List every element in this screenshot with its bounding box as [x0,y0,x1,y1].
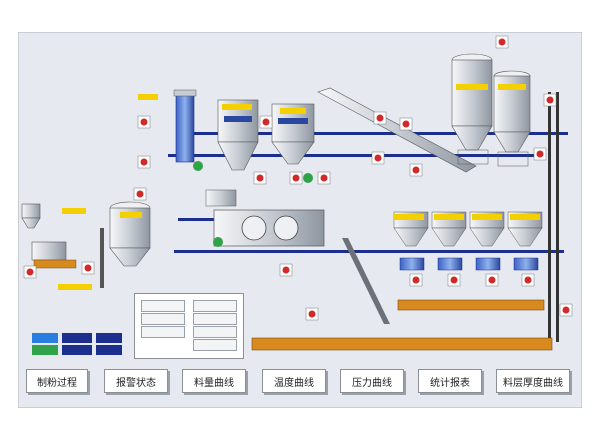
bottom-navigation: 制粉过程 报警状态 料量曲线 温度曲线 压力曲线 统计报表 料层厚度曲线 [26,369,570,395]
legend-swatch-blue [32,333,58,343]
status-cell [193,339,237,351]
silo-left [451,53,493,165]
status-cell [193,313,237,325]
label-tags [58,84,540,290]
vertical-elevator [548,92,559,342]
conveyor-upper [397,299,545,311]
nav-button-report[interactable]: 统计报表 [418,369,482,393]
legend-swatch-dark [62,345,92,355]
hopper-a [217,99,259,171]
status-cell [193,300,237,312]
nav-button-temperature-curve[interactable]: 温度曲线 [262,369,326,393]
status-cell [141,300,185,312]
legend-swatch-dark [96,333,122,343]
main-pipe-mid [168,154,538,157]
conveyor-lower [251,337,553,351]
nav-button-alarm[interactable]: 报警状态 [104,369,168,393]
status-table [134,293,244,359]
grinder-unit [205,189,325,247]
feed-tank-left [21,203,67,261]
nav-button-material-curve[interactable]: 料量曲线 [182,369,246,393]
legend-swatch-dark [96,345,122,355]
status-cell [141,313,185,325]
indicator-icons [23,35,573,321]
blue-tower [173,89,197,163]
bin-row [393,211,543,271]
nav-button-pressure-curve[interactable]: 压力曲线 [340,369,404,393]
legend-swatch-green [32,345,58,355]
inclined-conveyor-top [317,87,477,173]
status-cell [193,326,237,338]
main-pipe-upper [194,132,568,135]
conveyor-left [33,259,77,269]
process-diagram [21,35,573,351]
legend [32,333,122,355]
nav-button-process[interactable]: 制粉过程 [26,369,88,393]
nav-button-layer-curve[interactable]: 料层厚度曲线 [496,369,570,393]
mixing-tank [100,201,151,288]
main-pipe-lower [174,250,564,253]
legend-swatch-dark [62,333,92,343]
green-indicators [193,161,313,247]
chute-diagonal [342,238,390,324]
status-cell [141,326,185,338]
